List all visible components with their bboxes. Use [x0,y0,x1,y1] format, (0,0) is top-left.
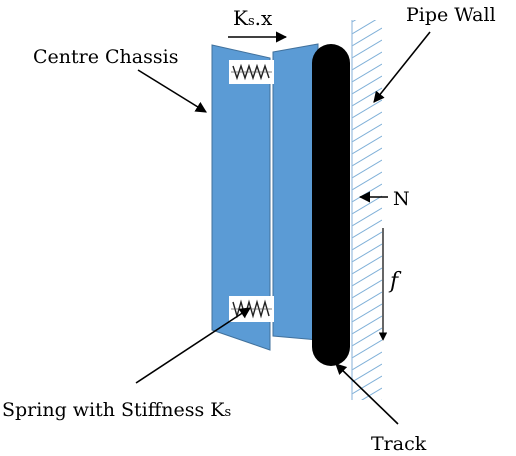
hatch-line [352,183,382,203]
hatch-line [352,291,382,311]
hatch-line [352,135,382,155]
hatch-line [352,219,382,239]
hatch-line [352,20,357,23]
hatch-line [352,303,382,323]
hatch-line [352,63,382,83]
centre-chassis-plate [211,44,271,351]
centre-chassis-leader [137,69,207,113]
track [312,44,350,366]
hatch-line [352,255,382,275]
pipe-wall [351,0,382,400]
track-label: Track [371,433,427,455]
hatch-line [352,75,382,95]
hatch-line [352,207,382,227]
hatch-line [352,339,382,359]
hatch-line [352,99,382,119]
hatch-line [352,171,382,191]
hatch-line [381,399,382,400]
hatch-line [352,351,382,371]
hatch-line [352,111,382,131]
top-spring [229,60,274,84]
hatch-line [352,159,382,179]
wall-hatching [352,0,382,400]
hatch-line [352,0,382,10]
hatch-line [352,243,382,263]
spring-mounted-plate [272,43,319,341]
friction-label: f [388,269,402,294]
hatch-line [361,387,382,400]
hatch-line [352,327,382,347]
hatch-line [352,363,382,383]
hatch-line [352,375,382,395]
hatch-line [352,279,382,299]
normal-force-label: N [393,188,410,210]
spring-leader [135,307,251,384]
hatch-line [352,147,382,167]
hatch-line [352,123,382,143]
spring-force-label: Ks.x [233,6,273,30]
hatch-line [352,27,382,47]
pipe-wall-leader [373,31,431,103]
hatch-line [352,20,377,35]
hatch-line [352,195,382,215]
pipe-wall-label: Pipe Wall [406,4,496,26]
hatch-line [352,51,382,71]
hatch-line [352,39,382,59]
hatch-line [352,231,382,251]
track-leader [335,363,399,425]
spring-label: Spring with Stiffness Ks [2,399,231,421]
centre-chassis-label: Centre Chassis [33,46,178,68]
hatch-line [352,267,382,287]
hatch-line [352,315,382,335]
